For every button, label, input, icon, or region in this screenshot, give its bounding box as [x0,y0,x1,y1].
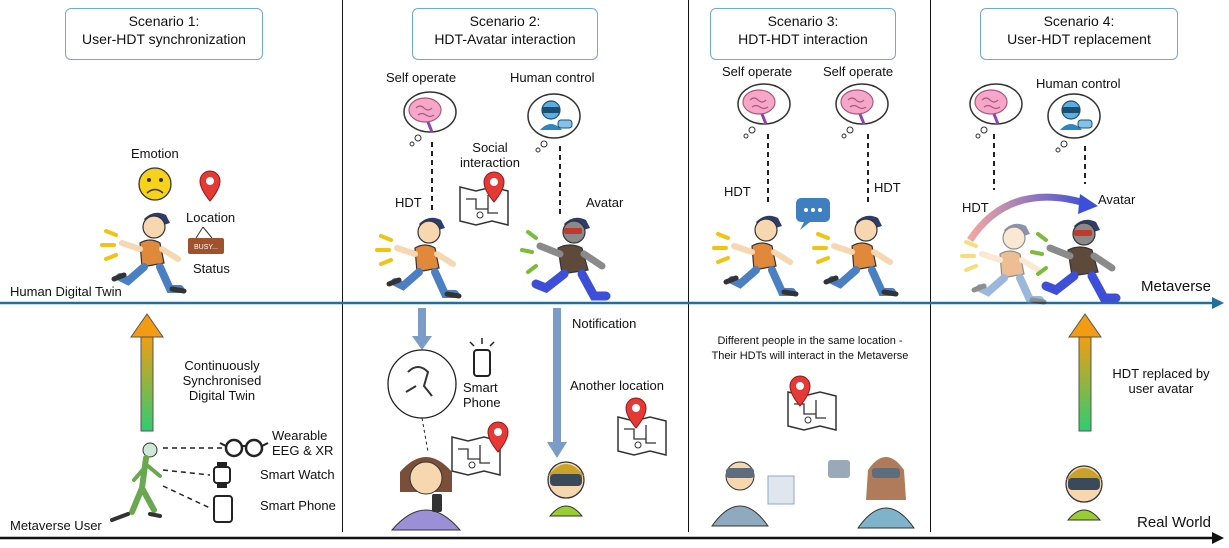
s2-hdt-runner-icon [377,218,459,296]
scenario-4-subtitle: User-HDT replacement [1007,31,1151,47]
separator-3 [930,0,931,532]
scenario-4-box: Scenario 4: User-HDT replacement [980,8,1178,60]
s3-people-label-line2: Their HDTs will interact in the Metavers… [711,350,909,362]
s2-human-control-label: Human control [510,70,595,85]
scenario-2-title: Scenario 2: [469,13,541,29]
metaverse-axis-arrowhead [1212,297,1224,309]
glasses-icon [219,438,269,458]
s2-vr-user-icon [547,461,585,517]
scenario-1-box: Scenario 1: User-HDT synchronization [65,8,263,60]
s3-people-label-line1: Different people in the same location - [717,335,903,347]
s3-brain-right-icon [834,82,890,140]
s2-phone-icon [469,338,495,377]
s4-replaced-label-line1: HDT replaced by [1112,366,1210,381]
smart-phone-icon [213,495,233,523]
s2-another-map-icon [617,416,667,456]
s3-people-label: Different people in the same location - … [694,334,926,364]
s3-hdt-left-icon [714,216,796,294]
s4-replaced-label: HDT replaced by user avatar [1106,366,1216,396]
s2-hdt-label: HDT [395,195,422,210]
metaverse-user-icon [110,442,162,522]
s4-replace-arc [967,193,1090,242]
separator-1 [342,0,343,532]
smart-watch-label: Smart Watch [260,467,335,482]
scenario-3-title: Scenario 3: [767,13,839,29]
s3-self-operate-left-label: Self operate [722,64,793,79]
location-pin-icon [199,170,221,202]
s3-hdt-right-label: HDT [874,180,901,195]
s2-bubble-link [421,417,429,453]
s2-social-label-line2: interaction [460,155,520,170]
s3-hdt-left-label: HDT [724,184,751,199]
s2-hdt-down-arrow [412,308,432,350]
wearable-label-line1: Wearable [272,428,328,443]
s3-self-operate-right-label: Self operate [823,64,894,79]
s2-notification-arrow [547,308,567,458]
scenario-1-title: Scenario 1: [128,13,200,29]
scenario-3-box: Scenario 3: HDT-HDT interaction [710,8,896,60]
wearable-label-line2: EEG & XR [272,443,334,458]
scenario-1-subtitle: User-HDT synchronization [82,31,246,47]
s4-replace-arrowhead [1078,194,1098,214]
s4-hdt-label: HDT [962,200,989,215]
sync-label-line2: Synchronised [182,373,262,388]
s3-people-left-icon [711,461,795,527]
smart-phone-label: Smart Phone [260,498,336,513]
busy-sign-text: BUSY... [194,244,218,251]
s2-avatar-label: Avatar [586,195,624,210]
phone-link [162,485,211,509]
location-label: Location [186,210,236,225]
human-digital-twin-label: Human Digital Twin [10,284,122,299]
sync-label: Continuously Synchronised Digital Twin [172,358,272,403]
scenario-2-box: Scenario 2: HDT-Avatar interaction [412,8,598,60]
emotion-label: Emotion [131,146,179,161]
hdt-runner-icon [102,213,184,291]
s4-replaced-label-line2: user avatar [1128,381,1194,396]
s2-notification-label: Notification [572,316,637,331]
s2-avatar-runner-icon [522,218,606,296]
s4-human-control-label: Human control [1036,76,1121,91]
status-label: Status [193,261,230,276]
s4-vr-user-icon [1065,465,1103,521]
busy-sign-icon [188,226,224,254]
s3-brain-left-icon [736,82,792,140]
s4-replace-up-arrow [1068,313,1102,432]
s4-brain-icon [968,82,1024,140]
sync-label-line3: Digital Twin [188,388,256,403]
s2-human-control-icon [527,93,581,153]
s2-social-label-line1: Social [472,140,508,155]
separator-2 [688,0,689,532]
s3-people-right-icon [828,457,915,529]
s3-chat-bubble-icon [796,198,830,230]
s2-another-location-label: Another location [570,378,664,393]
s2-woman-phone-icon [390,457,462,531]
scenario-3-subtitle: HDT-HDT interaction [738,31,868,47]
emotion-face-icon [138,167,172,201]
s2-self-operate-brain-icon [402,90,458,148]
metaverse-user-label: Metaverse User [10,518,102,533]
wearable-label: Wearable EEG & XR [272,428,333,458]
s4-avatar-label: Avatar [1098,192,1136,207]
scenario-4-title: Scenario 4: [1043,13,1115,29]
s2-smart-phone-line1: Smart [463,380,498,395]
s2-thought-bubble-icon [387,349,457,419]
s2-social-label: Social interaction [455,140,525,170]
s2-self-operate-label: Self operate [386,70,457,85]
real-world-label: Real World [1137,514,1211,531]
s2-smart-phone-line2: Phone [463,395,501,410]
metaverse-label: Metaverse [1141,278,1212,295]
scenario-2-subtitle: HDT-Avatar interaction [434,31,576,47]
sync-label-line1: Continuously [184,358,260,373]
s3-hdt-right-icon [814,216,896,294]
s2-smart-phone-label: Smart Phone [463,380,501,410]
sync-arrow-icon [130,313,164,432]
real-world-axis-arrowhead [1212,532,1224,544]
smart-watch-icon [213,462,231,488]
s4-human-control-icon [1047,93,1101,153]
s4-avatar-runner-icon [1032,220,1116,298]
watch-link [162,469,211,476]
